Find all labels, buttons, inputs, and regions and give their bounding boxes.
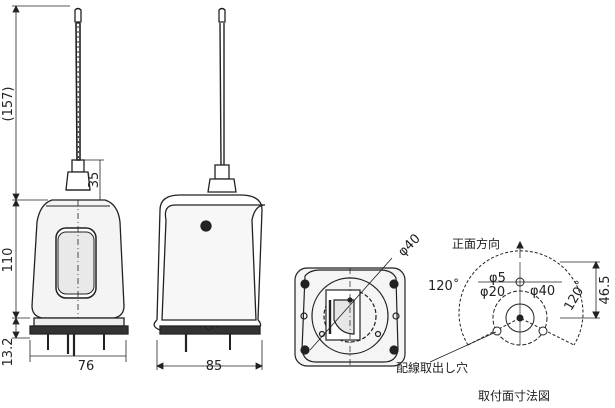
bottom-view (294, 257, 406, 367)
dim-front-width: 76 (78, 359, 95, 374)
side-antenna (207, 7, 237, 193)
dim-base-height: 13.2 (1, 338, 16, 367)
side-view (153, 7, 266, 352)
front-view (29, 7, 129, 356)
dim-body-height: 110 (1, 248, 16, 273)
side-body (153, 194, 266, 352)
dim-bottom-phi40: φ40 (395, 231, 423, 259)
dim-antenna-height: (157) (1, 87, 16, 122)
label-mounting-drawing: 取付面寸法図 (478, 389, 550, 403)
front-dimension-lines (12, 5, 127, 362)
dim-angle-left: 120˚ (428, 278, 459, 294)
dim-side-width: 85 (206, 359, 223, 374)
dim-phi20: φ20 (480, 285, 505, 300)
dim-phi40-mount: φ40 (530, 284, 555, 299)
dim-offset-46-5: 46.5 (598, 276, 613, 305)
front-body (31, 199, 125, 320)
side-dimension-lines (156, 340, 263, 370)
dim-phi5: φ5 (489, 271, 506, 286)
front-base (29, 317, 129, 356)
wiring-hole-leader (429, 331, 497, 363)
label-wiring-hole: 配線取出し穴 (396, 360, 468, 375)
front-antenna (65, 7, 91, 191)
dim-angle-right: 120˚ (561, 278, 591, 313)
label-front-direction: 正面方向 (452, 236, 500, 251)
dim-antenna-base: 35 (87, 172, 102, 189)
mounting-drawing (458, 240, 600, 346)
